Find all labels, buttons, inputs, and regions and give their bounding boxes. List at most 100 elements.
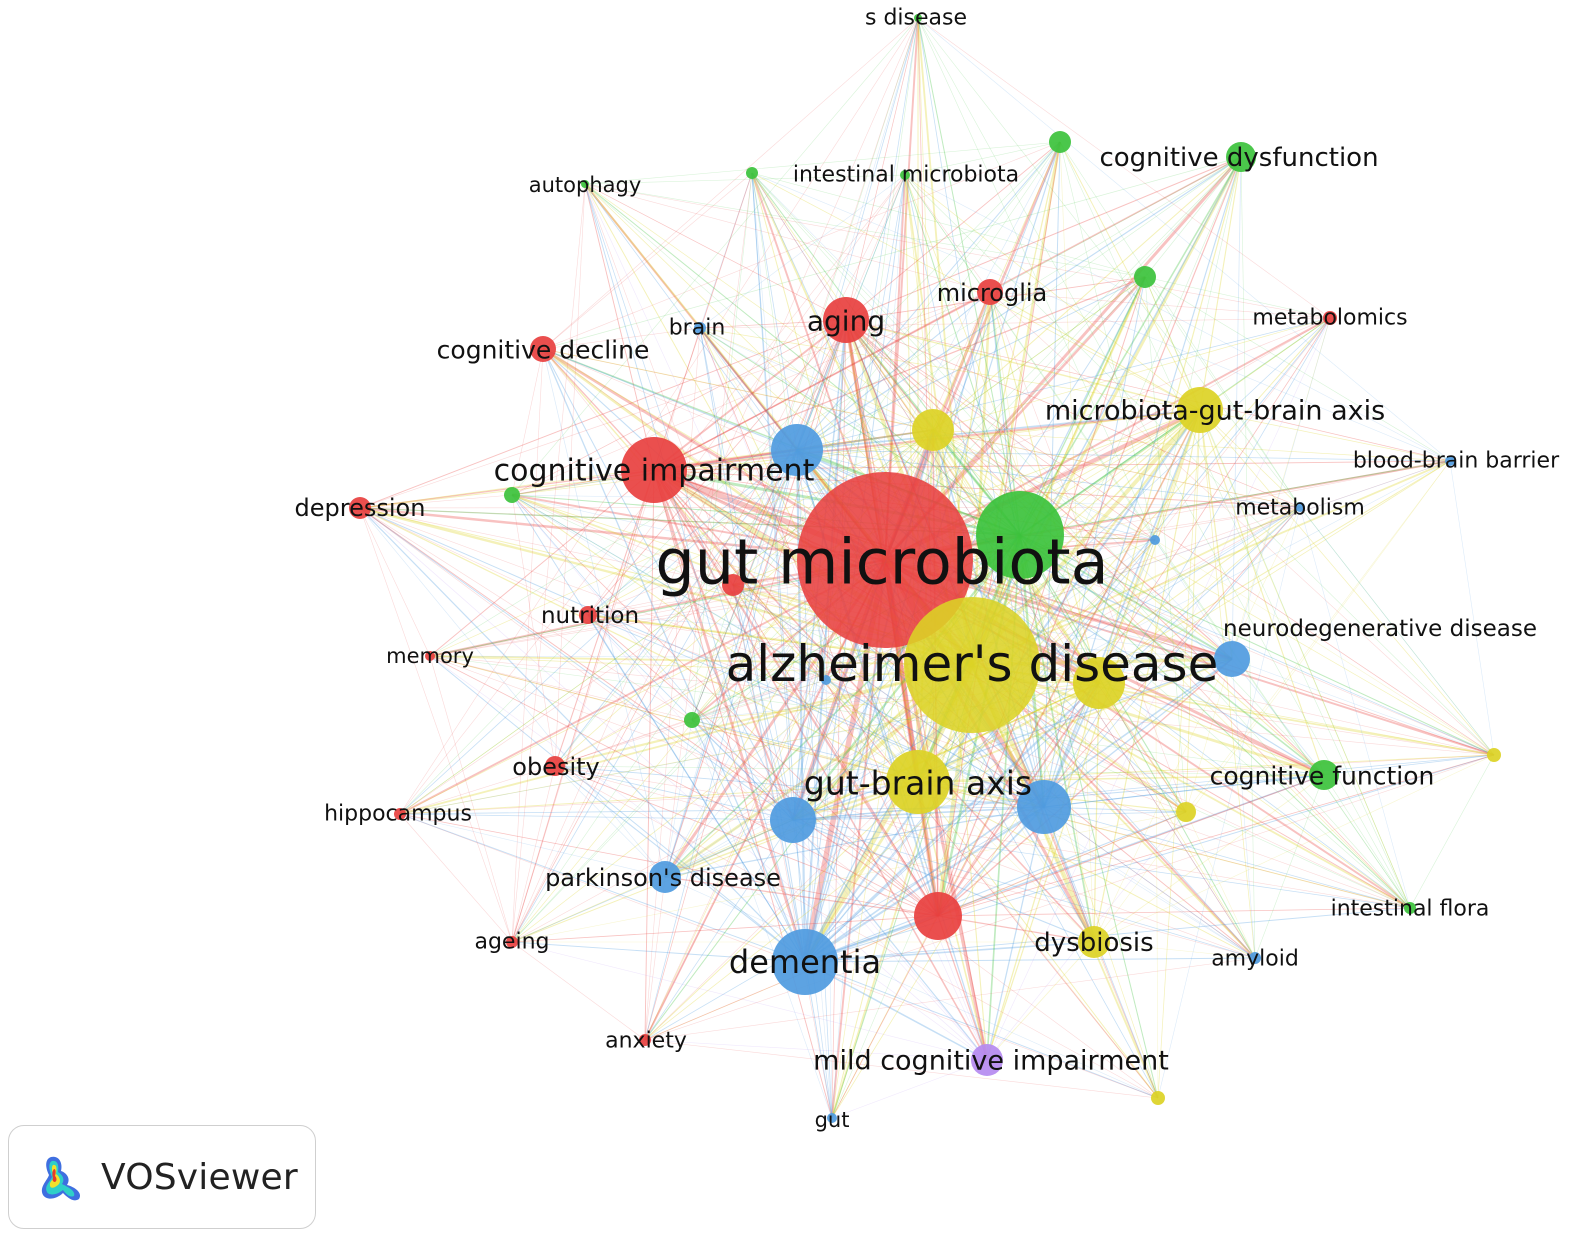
node-green-hub[interactable] — [976, 491, 1064, 579]
node-dementia[interactable] — [772, 929, 838, 995]
node-nutrition[interactable] — [579, 606, 597, 624]
label-cognitive-decline[interactable]: cognitive decline — [437, 336, 650, 365]
label-anxiety[interactable]: anxiety — [605, 1029, 687, 1054]
label-intestinal-flora[interactable]: intestinal flora — [1331, 897, 1490, 922]
node-blue-node-c[interactable] — [770, 797, 816, 843]
label-gut-microbiota[interactable]: gut microbiota — [655, 526, 1108, 599]
node-green-node-a[interactable] — [1049, 131, 1071, 153]
edge-blue-node-b--cognitive-dysfunction — [1043, 156, 1242, 808]
label-dysbiosis[interactable]: dysbiosis — [1034, 928, 1153, 958]
node-hippocampus[interactable] — [394, 808, 406, 820]
node-s-disease[interactable] — [914, 14, 922, 22]
node-blue-node-e[interactable] — [821, 675, 831, 685]
node-green-node-b[interactable] — [1134, 266, 1156, 288]
label-dementia[interactable]: dementia — [729, 943, 881, 981]
node-intestinal-microbiota[interactable] — [900, 170, 910, 180]
node-gut-microbiota[interactable] — [797, 472, 973, 648]
label-metabolomics[interactable]: metabolomics — [1252, 306, 1407, 331]
node-mild-cognitive-impairment[interactable] — [971, 1044, 1003, 1076]
label-ageing[interactable]: ageing — [474, 930, 549, 955]
node-cognitive-function[interactable] — [1309, 760, 1339, 790]
label-metabolism[interactable]: metabolism — [1235, 496, 1365, 521]
node-aging[interactable] — [823, 297, 869, 343]
edge-blue-node-c--green-node-d — [691, 719, 794, 821]
node-yellow-node-b[interactable] — [1073, 657, 1125, 709]
edge-hippocampus--red-node-b — [399, 584, 734, 815]
node-blue-node-b[interactable] — [1017, 780, 1071, 834]
node-brain[interactable] — [694, 322, 706, 334]
label-memory[interactable]: memory — [386, 644, 474, 668]
label-cognitive-dysfunction[interactable]: cognitive dysfunction — [1099, 143, 1378, 173]
edge-cognitive-impairment--obesity — [554, 469, 655, 767]
node-autophagy[interactable] — [581, 180, 589, 188]
label-amyloid[interactable]: amyloid — [1211, 947, 1299, 972]
label-obesity[interactable]: obesity — [512, 753, 599, 781]
edge-blue-node-a--blue-node-d — [796, 449, 1156, 541]
edge-cognitive-impairment--dysbiosis — [653, 469, 1095, 943]
label-parkinson-s-disease[interactable]: parkinson's disease — [545, 864, 781, 892]
label-blood-brain-barrier[interactable]: blood-brain barrier — [1353, 449, 1560, 474]
node-ageing[interactable] — [506, 936, 518, 948]
edge-microbiota-gut-brain-axis--intestinal-microbiota — [904, 174, 1201, 411]
label-gut[interactable]: gut — [815, 1108, 850, 1132]
edge-yellow-node-b--yellow-node-d — [1098, 682, 1495, 756]
edge-cognitive-function--dysbiosis — [1093, 774, 1325, 943]
node-anxiety[interactable] — [639, 1034, 651, 1046]
edge-gut-microbiota--gut — [831, 559, 886, 1119]
node-blue-node-d[interactable] — [1150, 535, 1160, 545]
edge-green-node-c--red-node-b — [511, 494, 734, 586]
label-intestinal-microbiota[interactable]: intestinal microbiota — [793, 163, 1019, 188]
label-gut-brain-axis[interactable]: gut-brain axis — [804, 764, 1032, 803]
label-brain[interactable]: brain — [669, 316, 726, 341]
edge-intestinal-flora--green-node-b — [1144, 276, 1411, 909]
node-microglia[interactable] — [977, 279, 1003, 305]
node-amyloid[interactable] — [1249, 952, 1261, 964]
label-alzheimer-s-disease[interactable]: alzheimer's disease — [726, 635, 1219, 693]
label-mild-cognitive-impairment[interactable]: mild cognitive impairment — [813, 1046, 1169, 1077]
label-s-disease[interactable]: s disease — [865, 6, 967, 31]
node-cognitive-impairment[interactable] — [621, 437, 687, 503]
label-autophagy[interactable]: autophagy — [529, 173, 642, 197]
node-neurodegenerative-disease[interactable] — [1214, 641, 1250, 677]
label-cognitive-impairment[interactable]: cognitive impairment — [494, 454, 815, 489]
node-gut[interactable] — [827, 1113, 837, 1123]
node-metabolomics[interactable] — [1323, 311, 1337, 325]
node-yellow-node-e[interactable] — [1151, 1091, 1165, 1105]
label-microglia[interactable]: microglia — [937, 279, 1048, 307]
label-nutrition[interactable]: nutrition — [541, 603, 639, 629]
label-cognitive-function[interactable]: cognitive function — [1210, 762, 1435, 791]
node-cognitive-decline[interactable] — [530, 336, 556, 362]
node-blue-node-a[interactable] — [771, 424, 823, 476]
label-depression[interactable]: depression — [295, 494, 426, 522]
node-blood-brain-barrier[interactable] — [1445, 456, 1455, 466]
label-aging[interactable]: aging — [807, 305, 885, 338]
node-green-node-d[interactable] — [684, 712, 700, 728]
node-dysbiosis[interactable] — [1078, 926, 1110, 958]
node-yellow-node-c[interactable] — [1176, 802, 1196, 822]
edge-microbiota-gut-brain-axis--metabolomics — [1199, 317, 1331, 411]
node-gut-brain-axis[interactable] — [886, 750, 950, 814]
edge-neurodegenerative-disease--cognitive-dysfunction — [1231, 156, 1242, 660]
node-yellow-node-a[interactable] — [912, 409, 954, 451]
edge-blue-node-b--intestinal-flora — [1043, 806, 1411, 909]
node-obesity[interactable] — [545, 756, 565, 776]
label-hippocampus[interactable]: hippocampus — [324, 802, 472, 827]
label-microbiota-gut-brain-axis[interactable]: microbiota-gut-brain axis — [1045, 396, 1385, 427]
edge-microbiota-gut-brain-axis--red-node-a — [937, 409, 1201, 917]
node-red-node-b[interactable] — [722, 574, 744, 596]
label-neurodegenerative-disease[interactable]: neurodegenerative disease — [1223, 616, 1537, 642]
node-red-node-a[interactable] — [914, 892, 962, 940]
node-cognitive-dysfunction[interactable] — [1226, 142, 1256, 172]
edge-depression--green-node-d — [359, 507, 693, 721]
node-microbiota-gut-brain-axis[interactable] — [1177, 387, 1223, 433]
node-alzheimer-s-disease[interactable] — [904, 597, 1040, 733]
node-parkinson-s-disease[interactable] — [649, 861, 681, 893]
node-green-node-c[interactable] — [504, 487, 520, 503]
node-intestinal-flora[interactable] — [1404, 902, 1416, 914]
node-depression[interactable] — [349, 497, 371, 519]
vosviewer-brand-badge: VOSviewer — [8, 1125, 316, 1229]
node-yellow-node-d[interactable] — [1487, 748, 1501, 762]
node-metabolism[interactable] — [1295, 502, 1305, 512]
node-memory[interactable] — [425, 651, 435, 661]
node-green-node-e[interactable] — [746, 167, 758, 179]
